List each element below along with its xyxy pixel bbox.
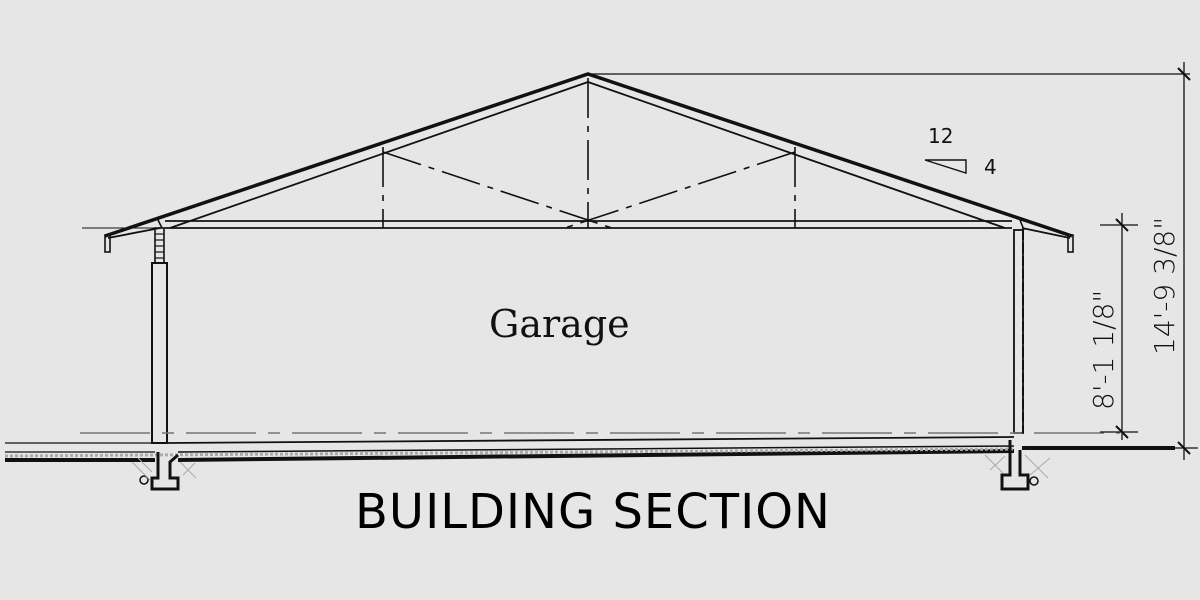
left-wall [151, 217, 168, 444]
roof [82, 72, 1190, 253]
dimension-wall-height: 8'-1 1/8" [1087, 290, 1120, 410]
roof-pitch-symbol: 12 4 [924, 124, 997, 179]
footing-right [984, 440, 1051, 491]
drawing-title: BUILDING SECTION [355, 484, 831, 540]
fascia-right [1067, 234, 1074, 253]
right-wall [1013, 219, 1025, 434]
pitch-run: 12 [928, 124, 953, 148]
footing-left [131, 452, 197, 491]
fascia-left [104, 234, 111, 253]
dimension-lines [1100, 62, 1198, 460]
pitch-rise: 4 [984, 155, 997, 179]
room-label-garage: Garage [489, 302, 630, 346]
slab-and-grade [4, 432, 1175, 462]
dimension-overall-height: 14'-9 3/8" [1148, 217, 1181, 355]
truss-webs [382, 78, 796, 229]
